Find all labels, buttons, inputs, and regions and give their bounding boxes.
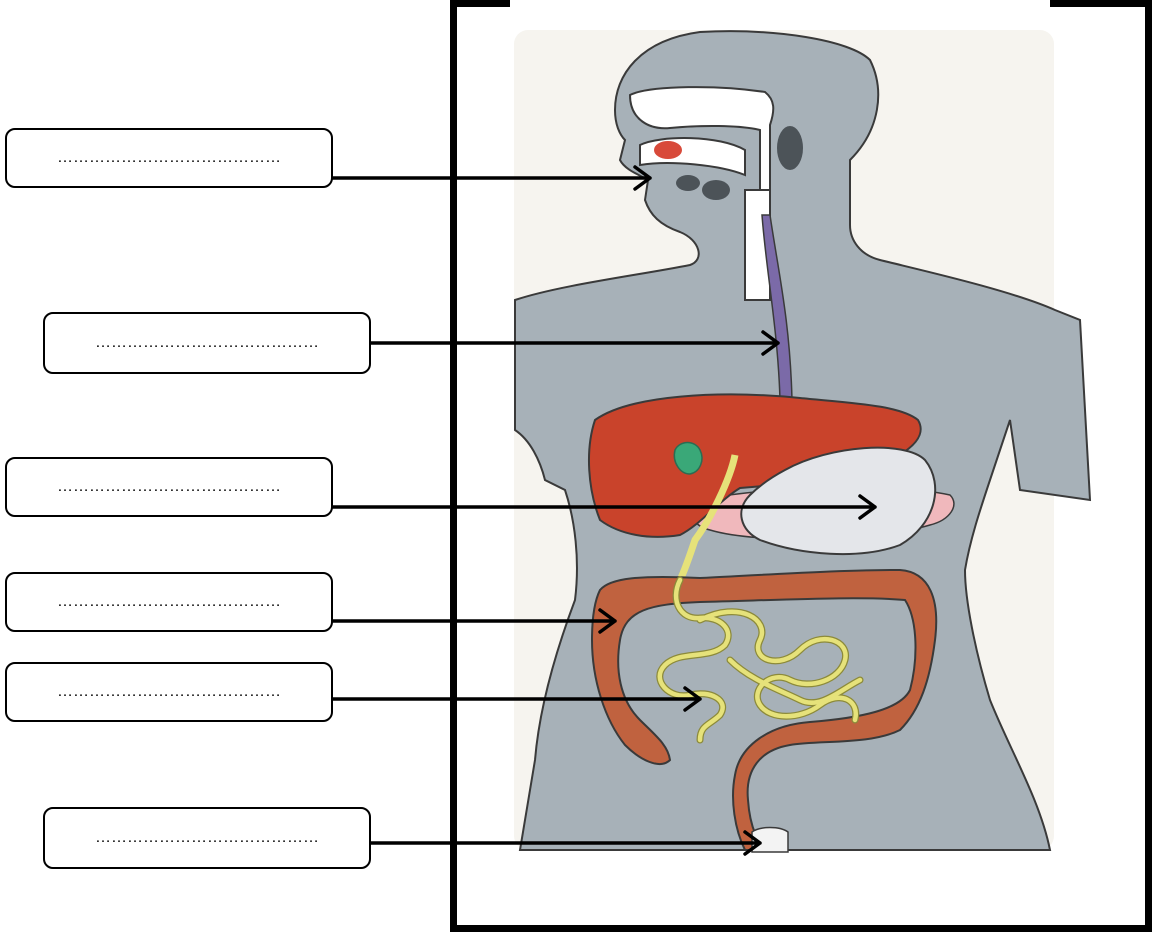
label-box-large-intestine[interactable]: …………………………………… [5,572,333,632]
label-blank: …………………………………… [57,478,281,496]
label-box-mouth[interactable]: …………………………………… [5,128,333,188]
label-blank: …………………………………… [57,683,281,701]
salivary-gland-1 [676,175,700,191]
salivary-gland-2 [702,180,730,200]
label-box-small-intestine[interactable]: …………………………………… [5,662,333,722]
label-blank: …………………………………… [95,334,319,352]
ear-gland [777,126,803,170]
label-blank: …………………………………… [57,149,281,167]
label-box-stomach[interactable]: …………………………………… [5,457,333,517]
label-blank: …………………………………… [57,593,281,611]
label-box-anus[interactable]: …………………………………… [43,807,371,869]
label-blank: …………………………………… [95,829,319,847]
salivary-gland-red [654,141,682,159]
label-box-esophagus[interactable]: …………………………………… [43,312,371,374]
